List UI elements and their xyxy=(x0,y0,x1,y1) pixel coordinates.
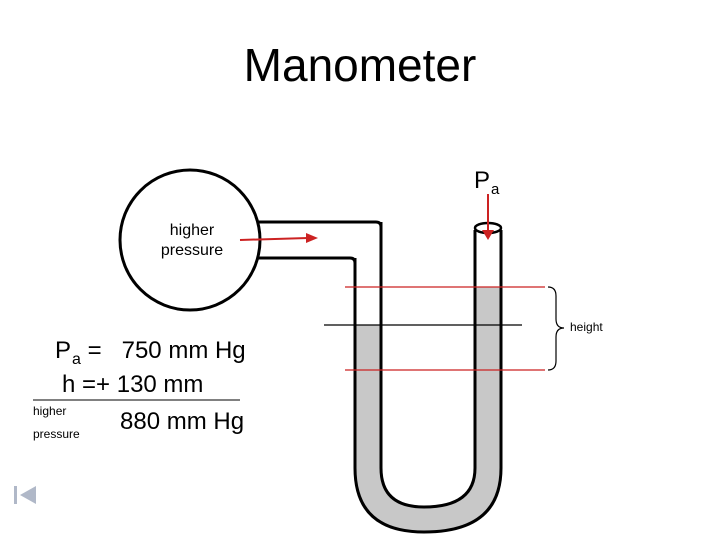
pa-subscript: a xyxy=(491,181,500,198)
first-slide-icon[interactable] xyxy=(14,486,36,504)
result-label-line1: higher xyxy=(33,404,67,418)
atmospheric-pressure-label: Pa xyxy=(474,167,500,198)
eq-line1-rest: = 750 mm Hg xyxy=(80,337,246,364)
equation-result: 880 mm Hg xyxy=(120,408,245,435)
result-label-line2: pressure xyxy=(33,427,80,441)
connector-tube-bottom xyxy=(257,256,357,320)
equation-line-2: h =+ 130 mm xyxy=(62,371,204,398)
pa-symbol: P xyxy=(474,167,491,194)
bulb-label-line2: pressure xyxy=(160,242,224,259)
eq-pa-subscript: a xyxy=(72,351,81,368)
bulb-label: higher pressure xyxy=(146,221,238,261)
u-tube-outer-wall xyxy=(353,230,503,534)
manometer-fluid xyxy=(355,287,501,532)
equation-line-1: Pa = 750 mm Hg xyxy=(55,337,246,368)
eq-pa-symbol: P xyxy=(55,337,72,364)
connector-tube-top xyxy=(257,220,383,250)
height-label: height xyxy=(570,320,603,334)
atmospheric-arrow-head xyxy=(482,230,494,240)
gas-pressure-arrow xyxy=(239,237,309,241)
bulb-label-line1: higher xyxy=(169,222,215,239)
gas-arrow-head xyxy=(306,233,318,243)
page-title: Manometer xyxy=(243,39,477,91)
u-tube-inner-wall xyxy=(379,222,477,509)
height-brace xyxy=(547,286,565,371)
